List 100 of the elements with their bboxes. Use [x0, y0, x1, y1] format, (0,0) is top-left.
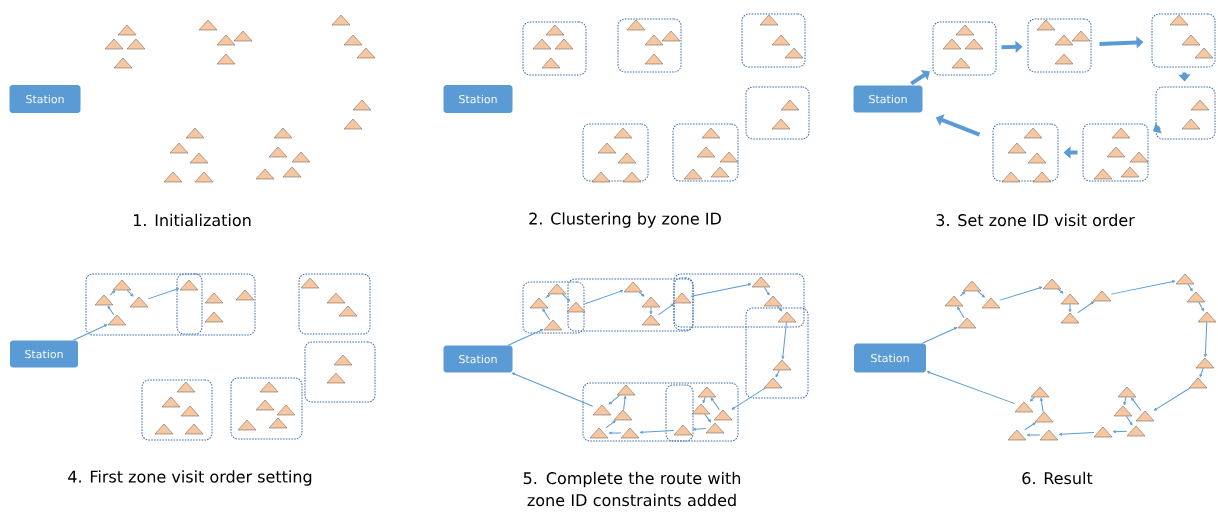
location-triangle [554, 38, 574, 50]
location-triangle [529, 297, 549, 309]
arrow [147, 287, 180, 300]
station-box: Station [9, 85, 81, 113]
arrow [1039, 397, 1044, 413]
zone-box [1027, 18, 1092, 73]
location-triangle [204, 311, 224, 323]
arrow [1203, 321, 1208, 358]
location-triangle [1034, 411, 1054, 423]
arrow [545, 294, 550, 299]
location-triangle [955, 24, 975, 36]
location-triangle [697, 386, 717, 398]
arrow [507, 329, 544, 346]
location-triangle [1054, 53, 1074, 65]
location-triangle [777, 311, 797, 323]
location-triangle [326, 372, 346, 384]
location-triangle [673, 424, 693, 436]
location-triangle [751, 276, 771, 288]
location-triangle [1092, 290, 1112, 302]
zone-box [582, 123, 649, 182]
arrow [649, 306, 653, 315]
location-triangle [233, 30, 253, 42]
arrow [921, 327, 958, 344]
station-box: Station [854, 343, 926, 373]
zone-box [582, 382, 739, 442]
arrow [710, 397, 720, 411]
location-triangle [1042, 278, 1062, 290]
arrow [608, 431, 622, 435]
arrow [1110, 280, 1176, 295]
location-triangle [1169, 14, 1189, 26]
arrow [959, 291, 966, 297]
location-triangle [255, 399, 275, 411]
location-triangle [1060, 312, 1080, 324]
arrow [1153, 387, 1191, 411]
location-triangle [589, 427, 609, 439]
location-triangle [1135, 410, 1155, 422]
location-triangle [623, 281, 643, 293]
zone-box [1082, 123, 1149, 182]
location-triangle [1001, 171, 1021, 183]
location-triangle [1093, 426, 1113, 438]
arrow [1198, 301, 1205, 312]
arrow [1026, 433, 1041, 437]
station-box: Station [443, 85, 513, 113]
arrow [1199, 367, 1204, 378]
arrow [511, 372, 594, 407]
arrow [763, 286, 770, 296]
location-triangle [333, 354, 353, 366]
location-triangle [255, 168, 275, 180]
panel-caption: 6. Result [1022, 471, 1093, 485]
location-triangle [661, 30, 681, 42]
station-box: Station [10, 340, 78, 368]
location-triangle [107, 314, 127, 326]
zone-box [85, 273, 256, 336]
panel-caption: 3. Set zone ID visit order [936, 213, 1135, 227]
arrow [702, 396, 706, 404]
location-triangle [273, 127, 293, 139]
location-triangle [1027, 152, 1047, 164]
location-triangle [951, 57, 971, 69]
location-triangle [204, 292, 224, 304]
zone-box [304, 341, 376, 403]
location-triangle [1126, 425, 1146, 437]
arrow [1131, 397, 1142, 412]
location-triangle [216, 34, 236, 46]
location-triangle [1113, 405, 1133, 417]
arrow [1077, 301, 1095, 314]
location-triangle [696, 146, 716, 158]
location-triangle [300, 277, 320, 289]
location-triangle [1120, 166, 1140, 178]
location-triangle [772, 359, 792, 371]
location-triangle [1181, 34, 1201, 46]
arrow [126, 289, 134, 297]
arrow [109, 290, 116, 296]
location-triangle [1030, 386, 1050, 398]
location-triangle [1014, 401, 1034, 413]
location-triangle [343, 34, 363, 46]
location-triangle [1036, 19, 1056, 31]
location-triangle [94, 294, 114, 306]
location-triangle [613, 409, 633, 421]
location-triangle [962, 280, 982, 292]
zone-box [1155, 86, 1216, 140]
location-triangle [547, 283, 567, 295]
arrow [957, 306, 965, 319]
location-triangle [944, 295, 964, 307]
arrow [542, 308, 551, 321]
location-triangle [713, 409, 733, 421]
panel-caption: 1. Initialization [133, 213, 251, 227]
station-box: Station [853, 85, 923, 113]
arrow [999, 286, 1043, 301]
location-triangle [1186, 291, 1206, 303]
arrow [639, 430, 675, 434]
location-triangle [184, 423, 204, 435]
location-triangle [691, 403, 711, 415]
zone-box [522, 281, 585, 334]
zone-box [298, 273, 371, 335]
location-triangle [1190, 99, 1210, 111]
location-triangle [1071, 30, 1091, 42]
zone-box [567, 278, 694, 332]
zone-box [673, 277, 694, 331]
location-triangle [1129, 151, 1149, 163]
zone-box [230, 377, 303, 440]
